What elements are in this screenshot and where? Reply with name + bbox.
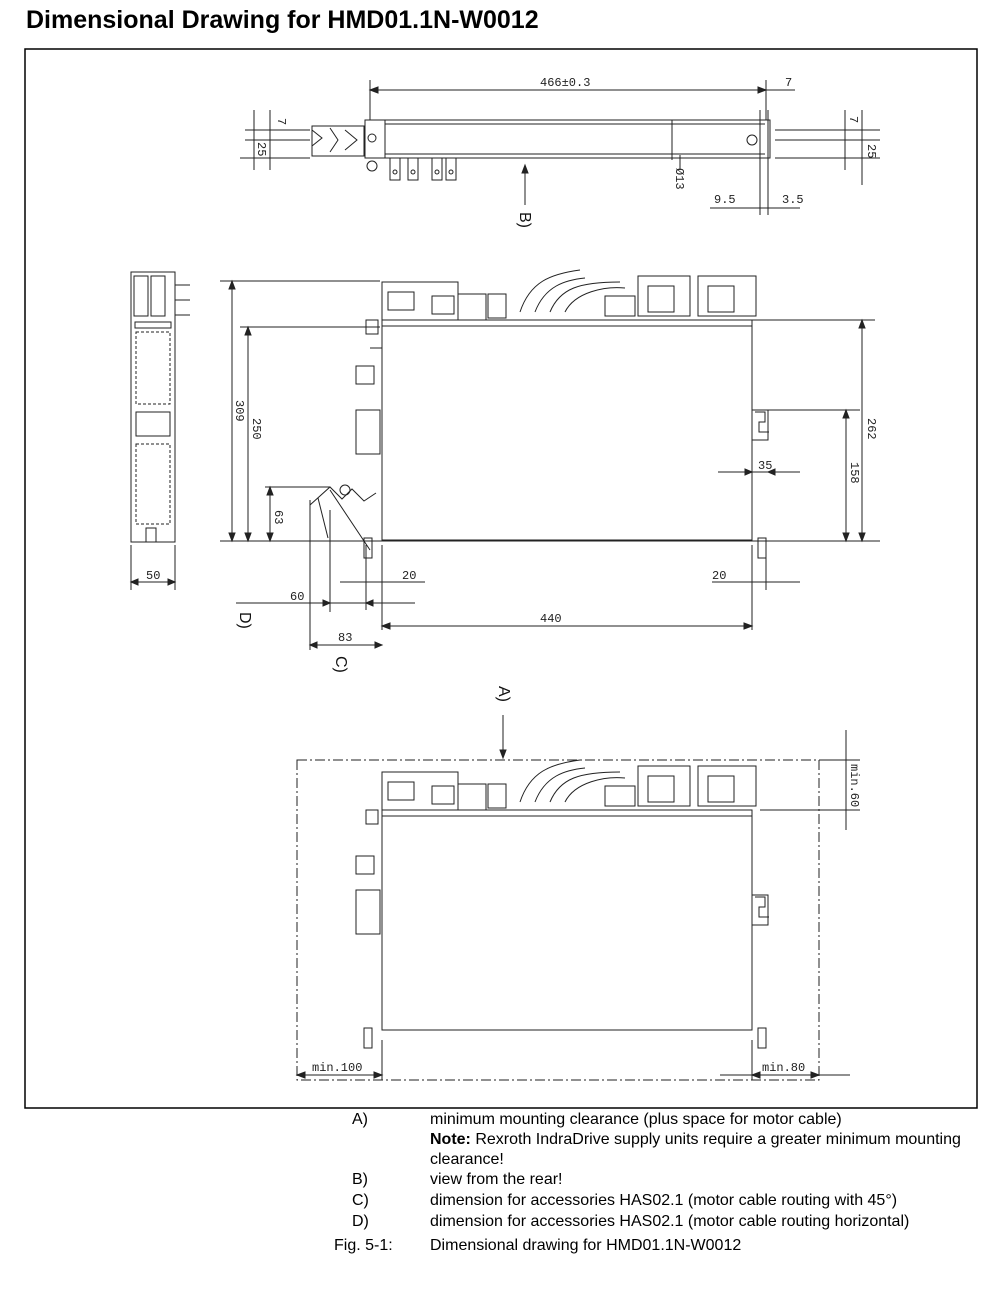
dim-158: 158: [847, 462, 861, 484]
dim-63: 63: [271, 510, 285, 524]
dimensional-drawing: 466±0.3 7 7 25 7 25 Ø13 9.5 3.5 B) 309 2…: [24, 48, 978, 1109]
legend-note: Note: Rexroth IndraDrive supply units re…: [430, 1130, 990, 1170]
dim-20-right: 20: [712, 569, 726, 583]
legend-text-a: minimum mounting clearance (plus space f…: [430, 1111, 842, 1128]
dim-20-left: 20: [402, 569, 416, 583]
figure-caption: Dimensional drawing for HMD01.1N-W0012: [430, 1237, 742, 1254]
legend-key-a: A): [352, 1111, 368, 1128]
view-label-c: C): [332, 656, 349, 673]
dim-3-5: 3.5: [782, 193, 804, 207]
dim-25-far-right: 25: [864, 144, 878, 158]
note-text: Rexroth IndraDrive supply units require …: [430, 1131, 961, 1168]
drawing-frame: [24, 48, 978, 1109]
dim-309: 309: [232, 400, 246, 422]
view-label-a: A): [495, 686, 512, 702]
legend-text-d: dimension for accessories HAS02.1 (motor…: [430, 1213, 910, 1230]
dim-min-100: min.100: [312, 1061, 362, 1075]
dim-83: 83: [338, 631, 352, 645]
note-label: Note:: [430, 1131, 471, 1148]
top-view: [240, 80, 880, 215]
dim-440: 440: [540, 612, 562, 626]
dim-60: 60: [290, 590, 304, 604]
dim-35: 35: [758, 459, 772, 473]
view-label-d: D): [236, 612, 253, 629]
dim-262: 262: [864, 418, 878, 440]
dim-min-80: min.80: [762, 1061, 805, 1075]
dim-7-far-right: 7: [846, 116, 860, 123]
figure-key: Fig. 5-1:: [334, 1237, 393, 1254]
side-view: [129, 271, 190, 590]
legend-key-d: D): [352, 1213, 369, 1230]
legend-key-c: C): [352, 1192, 369, 1209]
dim-7-top-right: 7: [785, 76, 792, 90]
dim-466: 466±0.3: [540, 76, 590, 90]
dim-hole-diameter: Ø13: [672, 168, 686, 190]
dim-7-left: 7: [274, 118, 288, 125]
dim-50: 50: [146, 569, 160, 583]
legend-key-b: B): [352, 1171, 368, 1188]
front-view: [220, 269, 880, 650]
legend-text-c: dimension for accessories HAS02.1 (motor…: [430, 1192, 898, 1209]
legend-text-b: view from the rear!: [430, 1171, 563, 1188]
view-label-b: B): [516, 212, 533, 228]
page-title: Dimensional Drawing for HMD01.1N-W0012: [26, 6, 539, 34]
dim-min-60: min.60: [847, 764, 861, 807]
dim-250: 250: [249, 418, 263, 440]
clearance-view: [295, 715, 860, 1081]
dim-9-5: 9.5: [714, 193, 736, 207]
dim-25-left: 25: [254, 142, 268, 156]
